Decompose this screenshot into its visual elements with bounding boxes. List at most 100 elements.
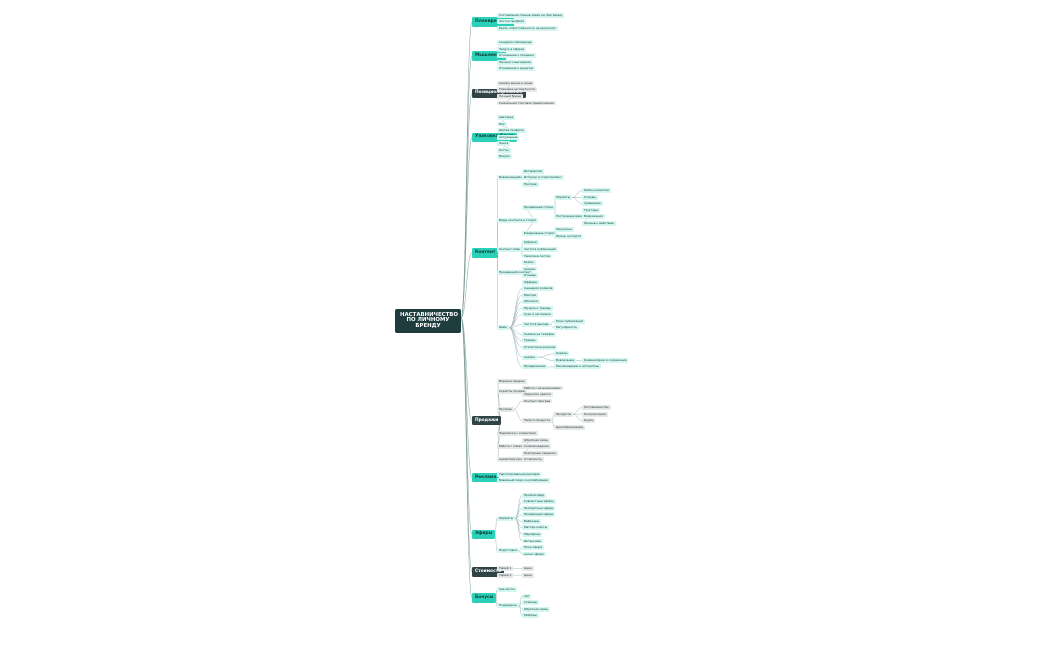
topic-level-1[interactable]: Тариф 2 [497, 572, 514, 578]
topic-level-2[interactable]: Частота выхода [522, 322, 551, 327]
topic-level-2[interactable]: Закрытие сделки [522, 392, 553, 397]
topic-level-1[interactable]: Аватарка [497, 115, 516, 120]
topic-level-2[interactable]: Разборы [522, 613, 539, 619]
topic-level-3[interactable]: Построение воронки [554, 214, 590, 220]
topic-level-1[interactable]: Анализ рынка и ниши [497, 80, 535, 86]
topic-level-1[interactable]: Запуск в эфирах [497, 46, 527, 52]
topic-level-2[interactable]: Запуск продукта [522, 418, 552, 424]
topic-level-1[interactable]: Аналитика продаж [497, 457, 531, 463]
topic-level-2[interactable]: Продающие эфиры [522, 512, 556, 518]
topic-level-1[interactable]: Лента [497, 141, 511, 147]
topic-level-2[interactable]: Продающие сторис [522, 204, 556, 210]
branch-1[interactable]: Планирование [472, 17, 515, 27]
topic-level-2[interactable]: Мастер-классы [522, 525, 550, 531]
topic-level-1[interactable]: Подготовка [497, 548, 519, 554]
branch-5[interactable]: Контент [472, 248, 499, 258]
topic-level-2[interactable]: Обратная связь [522, 606, 550, 612]
topic-level-1[interactable]: Уникальное торговое предложение [497, 100, 556, 106]
topic-level-2[interactable]: Анонсы [522, 266, 538, 272]
topic-level-4[interactable]: Призыв к действию [582, 220, 616, 226]
topic-level-4[interactable]: Комментарии и сохранения [582, 357, 629, 363]
topic-level-1[interactable]: Прогрев [497, 406, 514, 412]
topic-level-2[interactable]: Тематика постов [522, 253, 552, 259]
topic-level-2[interactable]: Интерактив [522, 168, 545, 174]
topic-level-3[interactable]: План публикаций [554, 318, 585, 324]
topic-level-1[interactable]: Чек-листы [497, 587, 517, 593]
topic-level-2[interactable]: Обложки [522, 299, 540, 305]
topic-level-2[interactable]: Частота публикаций [522, 247, 558, 252]
topic-level-1[interactable]: Шапка профиля [497, 128, 526, 133]
topic-level-2[interactable]: Обратная связь [522, 437, 550, 443]
topic-level-1[interactable]: Контент-план [497, 247, 523, 252]
topic-level-4[interactable]: Сравнения [582, 201, 603, 207]
topic-level-2[interactable]: Истории и сторителлинг [522, 175, 564, 181]
topic-level-3[interactable]: Форматы [554, 194, 573, 200]
topic-level-4[interactable]: Курсы [582, 418, 596, 424]
topic-level-1[interactable]: Скрипты продаж [497, 388, 528, 394]
topic-level-2[interactable]: Рубрики [522, 240, 539, 246]
topic-level-2[interactable]: Монтаж [522, 292, 539, 298]
topic-level-4[interactable]: Наставничество [582, 405, 611, 410]
topic-level-3[interactable]: Жизнь эксперта [554, 233, 583, 239]
topic-level-1[interactable]: Форматы [497, 515, 516, 521]
topic-level-2[interactable]: Отзывы [522, 273, 538, 279]
topic-level-2[interactable]: План эфира [522, 545, 545, 550]
topic-level-1[interactable]: Синдром самозванца [497, 40, 534, 46]
topic-level-2[interactable]: Повторные продажи [522, 450, 558, 456]
topic-level-2[interactable]: Офферы [522, 279, 540, 285]
branch-4[interactable]: Упаковка блога [472, 132, 518, 142]
topic-level-1[interactable]: Работа с клиентами [497, 444, 532, 450]
topic-level-3[interactable]: Регулярность [554, 325, 579, 331]
topic-level-3[interactable]: Охваты [554, 351, 570, 357]
topic-level-1[interactable]: Таргетированная реклама [497, 471, 542, 477]
topic-level-2[interactable]: Тренды [522, 338, 538, 344]
topic-level-1[interactable]: Поддержка [497, 603, 519, 609]
topic-level-1[interactable]: Воронка продаж [497, 378, 527, 384]
topic-level-2[interactable]: Статистика роликов [522, 344, 558, 350]
root-topic[interactable]: НАСТАВНИЧЕСТВО ПО ЛИЧНОМУ БРЕНДУ [395, 309, 461, 334]
topic-level-2[interactable]: Экспертные эфиры [522, 505, 556, 511]
topic-level-1[interactable]: Ник [497, 121, 507, 127]
topic-level-3[interactable]: Рекомендации и алгоритмы [554, 364, 601, 370]
branch-8[interactable]: Эфиры [472, 529, 496, 540]
topic-level-2[interactable]: Созвоны [522, 600, 539, 606]
topic-level-1[interactable]: Упаковка экспертности [497, 87, 537, 93]
topic-level-2[interactable]: Анонс эфира [522, 551, 546, 557]
topic-level-2[interactable]: Кейсы [522, 260, 536, 265]
topic-level-1[interactable]: Тариф 1 [497, 566, 514, 571]
topic-level-2[interactable]: Вебинары [522, 518, 542, 524]
topic-level-1[interactable]: Чистка профиля [497, 19, 526, 25]
topic-level-4[interactable]: Возражения [582, 214, 605, 220]
topic-level-2[interactable]: Ежедневные сторис [522, 230, 557, 236]
topic-level-2[interactable]: Анализ [522, 354, 537, 360]
topic-level-4[interactable]: Кейсы клиентов [582, 188, 611, 194]
topic-level-1[interactable]: Вовлекающий контент [497, 175, 536, 181]
topic-level-1[interactable]: Посты [497, 147, 511, 153]
topic-level-2[interactable]: Марафоны [522, 531, 543, 537]
branch-7[interactable]: Реклама [472, 473, 500, 483]
topic-level-4[interactable]: Триггеры [582, 207, 601, 213]
topic-level-1[interactable]: Отношение к деньгам [497, 66, 536, 72]
topic-level-2[interactable]: Чат [522, 593, 532, 599]
topic-level-3[interactable]: Продукты [554, 411, 574, 417]
branch-2[interactable]: Мышление [472, 51, 506, 61]
topic-level-1[interactable]: Виды контента в сторис [497, 217, 539, 223]
branch-9[interactable]: Стоимость [472, 567, 504, 577]
topic-level-2[interactable]: Продвижение [522, 364, 548, 370]
branch-10[interactable]: Бонусы [472, 593, 497, 603]
topic-level-1[interactable]: Отношение к продаже [497, 53, 536, 59]
topic-level-3[interactable]: Вовлечение [554, 357, 577, 363]
topic-level-2[interactable]: Прямой эфир [522, 492, 547, 498]
topic-level-2[interactable]: Сценарии роликов [522, 286, 555, 292]
branch-6[interactable]: Продажи [472, 416, 502, 426]
topic-level-1[interactable]: Reels [497, 325, 509, 331]
topic-level-1[interactable]: Эмоции и выгорание [497, 59, 533, 65]
topic-level-2[interactable]: Отчётность [522, 457, 544, 463]
topic-level-4[interactable]: Консультация [582, 411, 608, 417]
topic-level-2[interactable]: Цена [522, 566, 534, 571]
topic-level-1[interactable]: Переписки с клиентами [497, 431, 538, 437]
topic-level-2[interactable]: Интенсивы [522, 538, 543, 544]
topic-level-2[interactable]: Сопровождение [522, 444, 551, 450]
topic-level-2[interactable]: Хуки и заголовки [522, 312, 553, 318]
topic-level-1[interactable]: Актуальные [497, 134, 520, 140]
